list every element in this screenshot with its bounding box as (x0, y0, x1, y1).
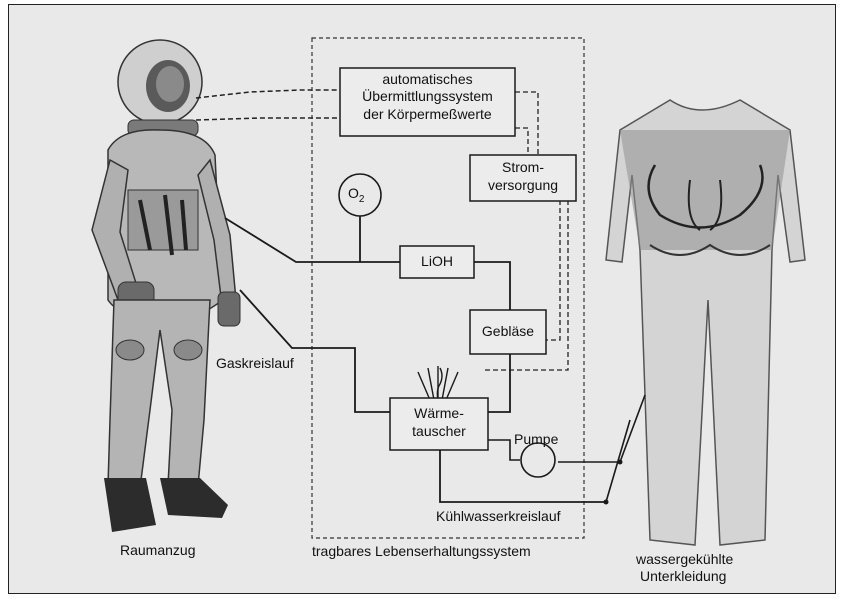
portable-system-label: tragbares Lebenserhaltungssystem (312, 544, 531, 559)
telemetry-box-line-2: Übermittlungssystem (340, 89, 515, 104)
power-to-blower (545, 200, 560, 340)
water-cooled-label-line-2: Unterkleidung (640, 569, 726, 584)
oxygen-letter: O (348, 185, 359, 201)
water-cooled-label-line-1: wassergekühlte (636, 552, 733, 567)
gas-loop-label: Gaskreislauf (216, 356, 294, 371)
heat-exchanger-line-2: tauscher (390, 424, 488, 439)
telemetry-line-1 (196, 90, 340, 98)
oxygen-symbol: O2 (348, 186, 364, 207)
pump-icon (521, 443, 555, 477)
gas-loop-return-line (240, 290, 390, 412)
heat-exchanger-line-1: Wärme- (390, 406, 488, 421)
heat-radiation-icon (418, 366, 458, 400)
lioh-label: LiOH (400, 254, 474, 269)
blower-label: Gebläse (470, 324, 546, 339)
telemetry-box-line-3: der Körpermeßwerte (340, 107, 515, 122)
water-cooled-undergarment-figure (606, 100, 805, 545)
telemetry-line-2 (196, 118, 340, 120)
blower-to-exchanger-line (488, 354, 510, 412)
spacesuit-figure (92, 40, 240, 532)
telemetry-box-line-1: automatisches (340, 72, 515, 87)
oxygen-subscript: 2 (359, 194, 365, 205)
spacesuit-label: Raumanzug (120, 543, 196, 558)
pump-label: Pumpe (514, 432, 558, 447)
telemetry-to-power (515, 92, 538, 155)
lioh-to-blower-line (474, 262, 510, 310)
cooling-loop-label: Kühlwasserkreislauf (436, 509, 561, 524)
power-supply-line-1: Strom- (470, 160, 576, 175)
power-supply-line-2: versorgung (470, 178, 576, 193)
pump-to-undergarment-line (558, 395, 645, 462)
